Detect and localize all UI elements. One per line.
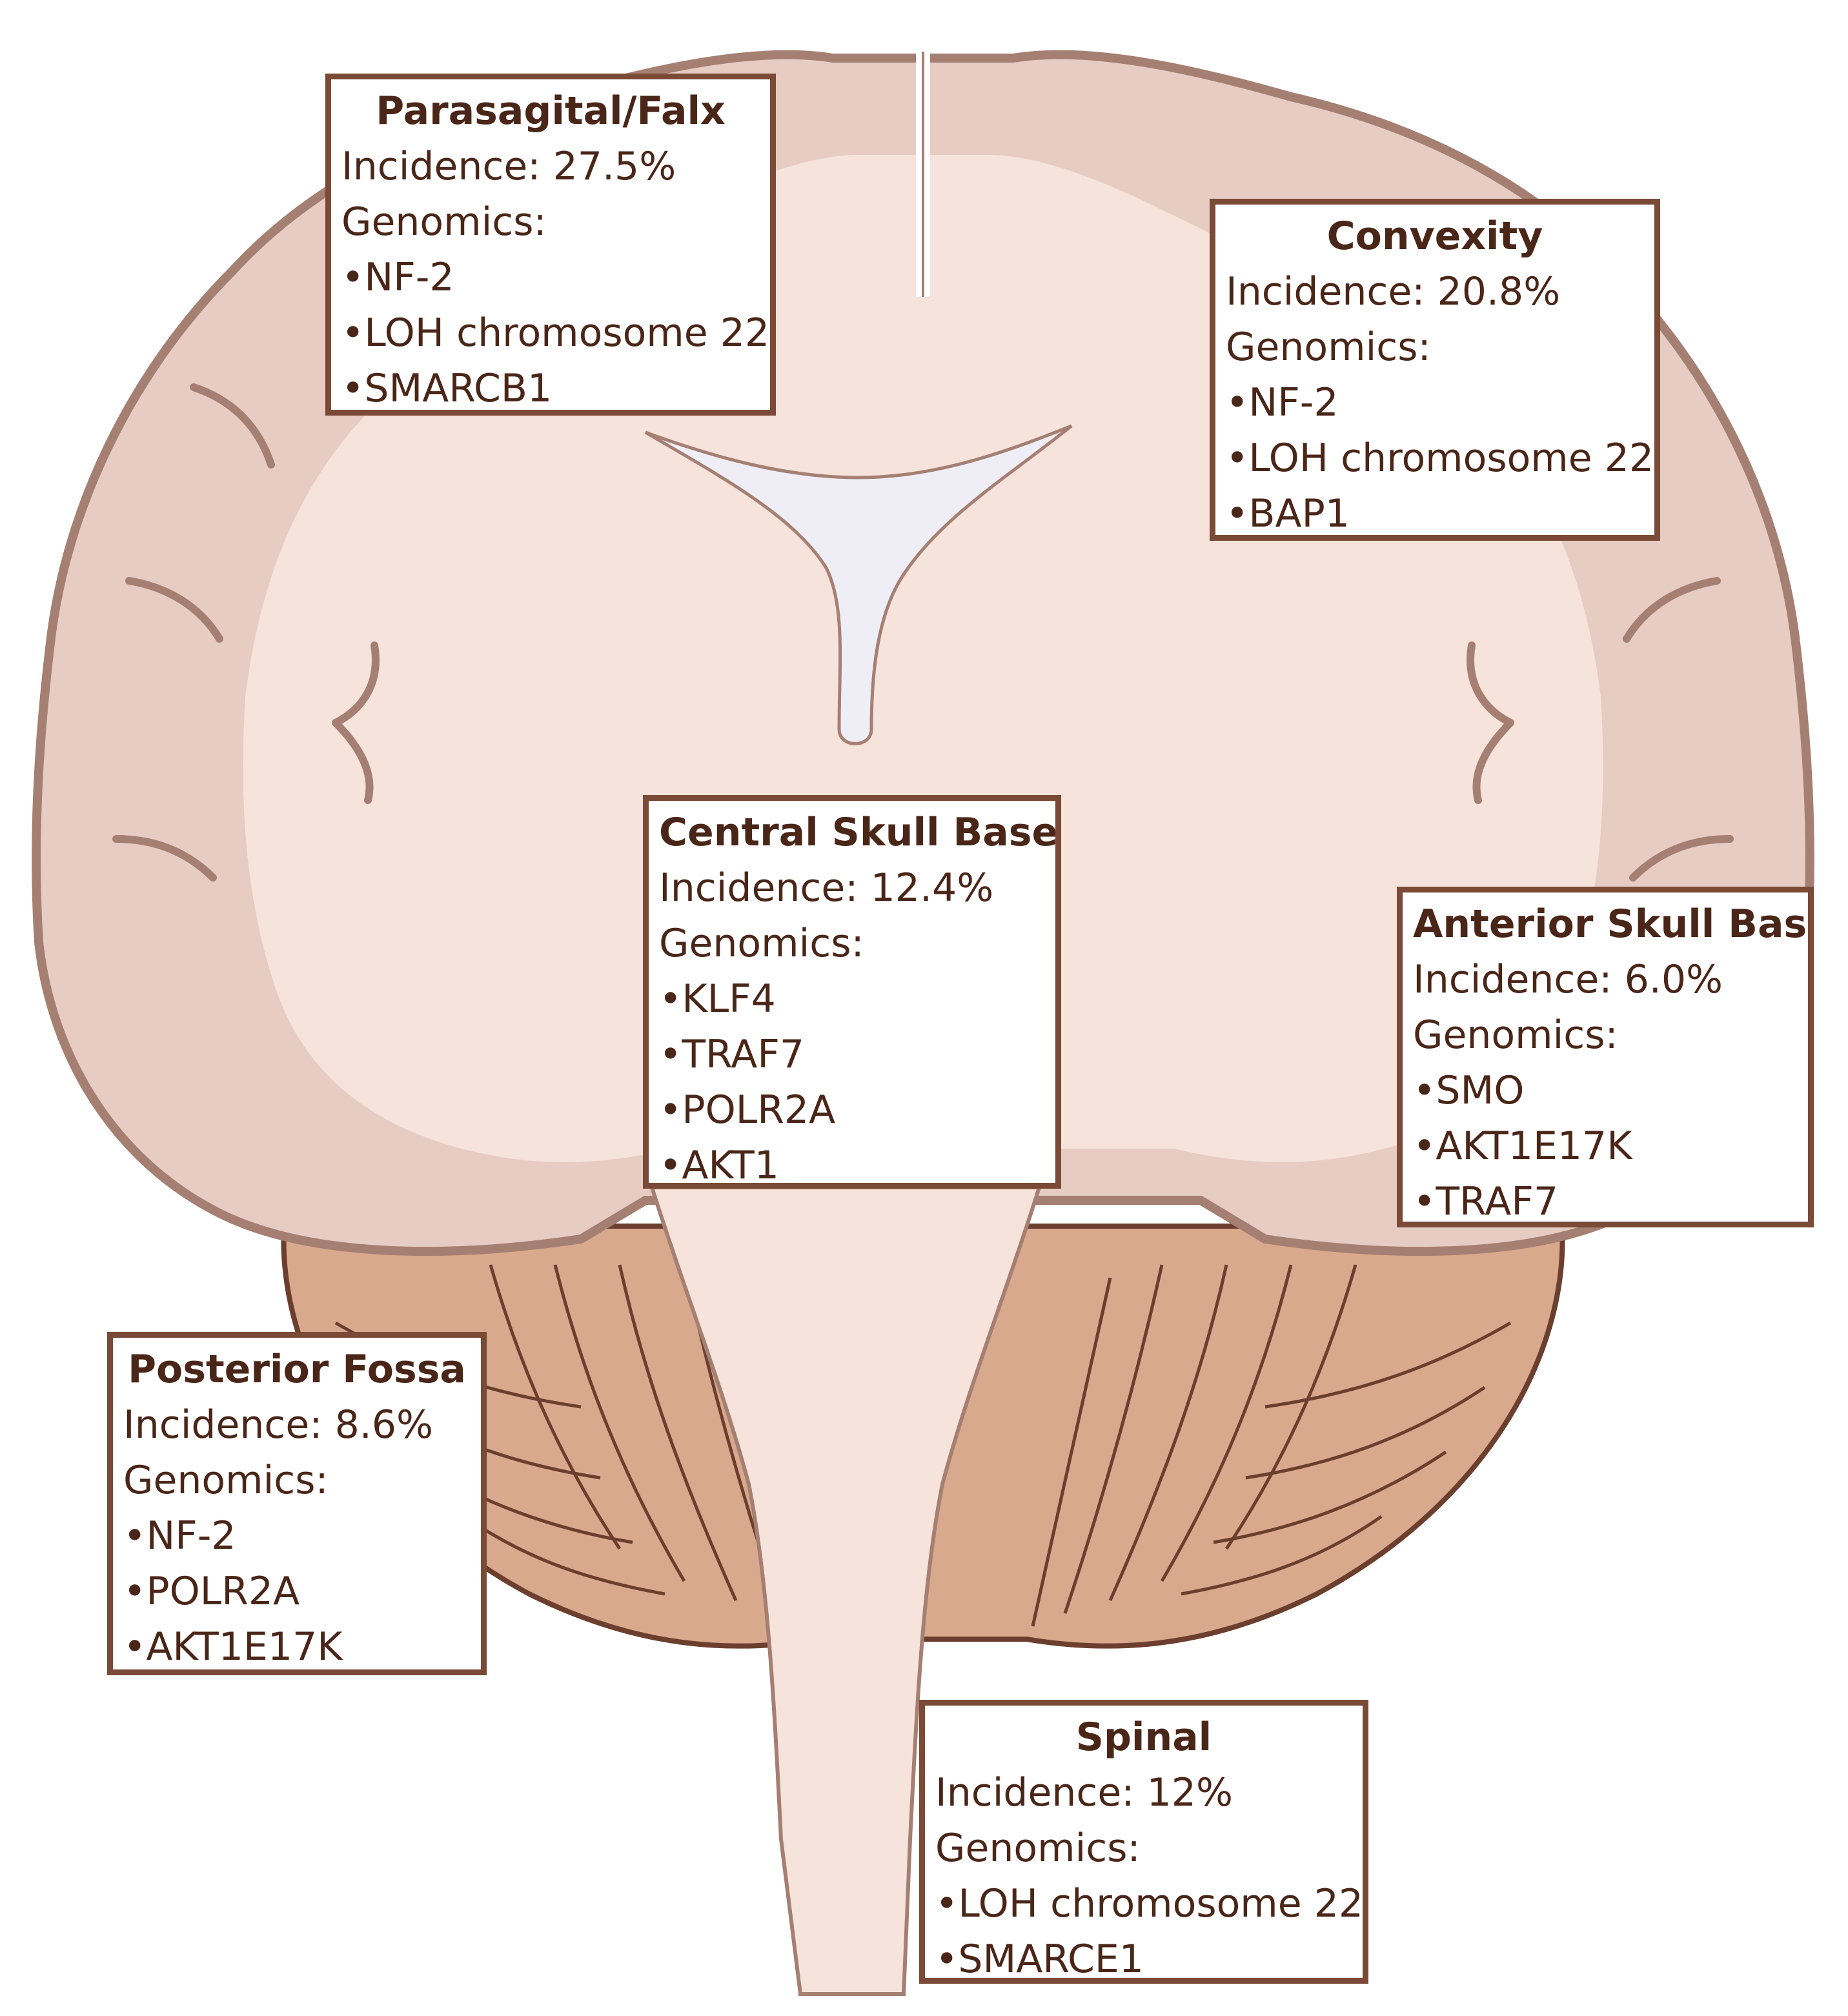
spinal-box: Spinal Incidence: 12% Genomics: LOH chro… — [919, 1700, 1368, 1984]
parasagittal-falx-box: Parasagital/Falx Incidence: 27.5% Genomi… — [325, 74, 776, 416]
gene-item: BAP1 — [1226, 486, 1644, 535]
genomics-label: Genomics: — [1413, 1013, 1618, 1058]
region-title: Central Skull Base — [659, 810, 1059, 855]
gene-list: NF-2 POLR2A AKT1E17K — [123, 1508, 471, 1669]
gene-item: TRAF7 — [1413, 1174, 1798, 1222]
gene-item: SMO — [1413, 1063, 1798, 1118]
convexity-box: Convexity Incidence: 20.8% Genomics: NF-… — [1210, 199, 1660, 541]
gene-list: NF-2 LOH chromosome 22 BAP1 — [1226, 375, 1654, 535]
genomics-label: Genomics: — [935, 1826, 1141, 1871]
gene-item: LOH chromosome 22 — [1226, 430, 1654, 486]
gene-item: AKT1E17K — [1413, 1118, 1798, 1174]
region-title: Posterior Fossa — [128, 1347, 466, 1392]
region-title: Anterior Skull Base — [1413, 902, 1814, 947]
gene-item: NF-2 — [123, 1508, 471, 1564]
incidence-text: Incidence: 20.8% — [1226, 269, 1561, 314]
gene-list: SMO AKT1E17K TRAF7 — [1413, 1063, 1798, 1222]
gene-item: LOH chromosome 22 — [935, 1876, 1363, 1931]
gene-list: KLF4 TRAF7 POLR2A AKT1 — [659, 971, 1045, 1183]
gene-item: POLR2A — [123, 1564, 471, 1619]
anterior-skull-base-box: Anterior Skull Base Incidence: 6.0% Geno… — [1397, 887, 1814, 1227]
genomics-label: Genomics: — [123, 1458, 329, 1503]
incidence-text: Incidence: 8.6% — [123, 1402, 434, 1447]
ventricle — [644, 424, 1073, 745]
region-title: Spinal — [1075, 1715, 1212, 1760]
brainstem — [649, 1185, 1042, 1996]
gene-item: KLF4 — [659, 971, 1045, 1027]
gene-item: TRAF7 — [659, 1027, 1045, 1082]
incidence-text: Incidence: 12.4% — [659, 865, 994, 911]
incidence-text: Incidence: 27.5% — [341, 144, 676, 189]
region-title: Convexity — [1326, 214, 1543, 259]
region-title: Parasagital/Falx — [376, 88, 726, 134]
posterior-fossa-box: Posterior Fossa Incidence: 8.6% Genomics… — [107, 1332, 487, 1675]
gene-list: NF-2 LOH chromosome 22 SMARCB1 — [341, 250, 769, 410]
genomics-label: Genomics: — [659, 921, 864, 966]
gene-list: LOH chromosome 22 SMARCE1 — [935, 1876, 1363, 1978]
incidence-text: Incidence: 12% — [935, 1770, 1233, 1815]
genomics-label: Genomics: — [341, 199, 547, 245]
gene-item: AKT1E17K — [123, 1619, 471, 1669]
central-skull-base-box: Central Skull Base Incidence: 12.4% Geno… — [643, 795, 1061, 1189]
gene-item: POLR2A — [659, 1082, 1045, 1138]
gene-item: NF-2 — [341, 250, 760, 305]
gene-item: AKT1 — [659, 1138, 1045, 1183]
gene-item: NF-2 — [1226, 375, 1644, 430]
genomics-label: Genomics: — [1226, 325, 1431, 370]
gene-item: SMARCB1 — [341, 361, 760, 410]
gene-item: SMARCE1 — [935, 1931, 1352, 1978]
incidence-text: Incidence: 6.0% — [1413, 957, 1723, 1002]
gene-item: LOH chromosome 22 — [341, 305, 769, 361]
